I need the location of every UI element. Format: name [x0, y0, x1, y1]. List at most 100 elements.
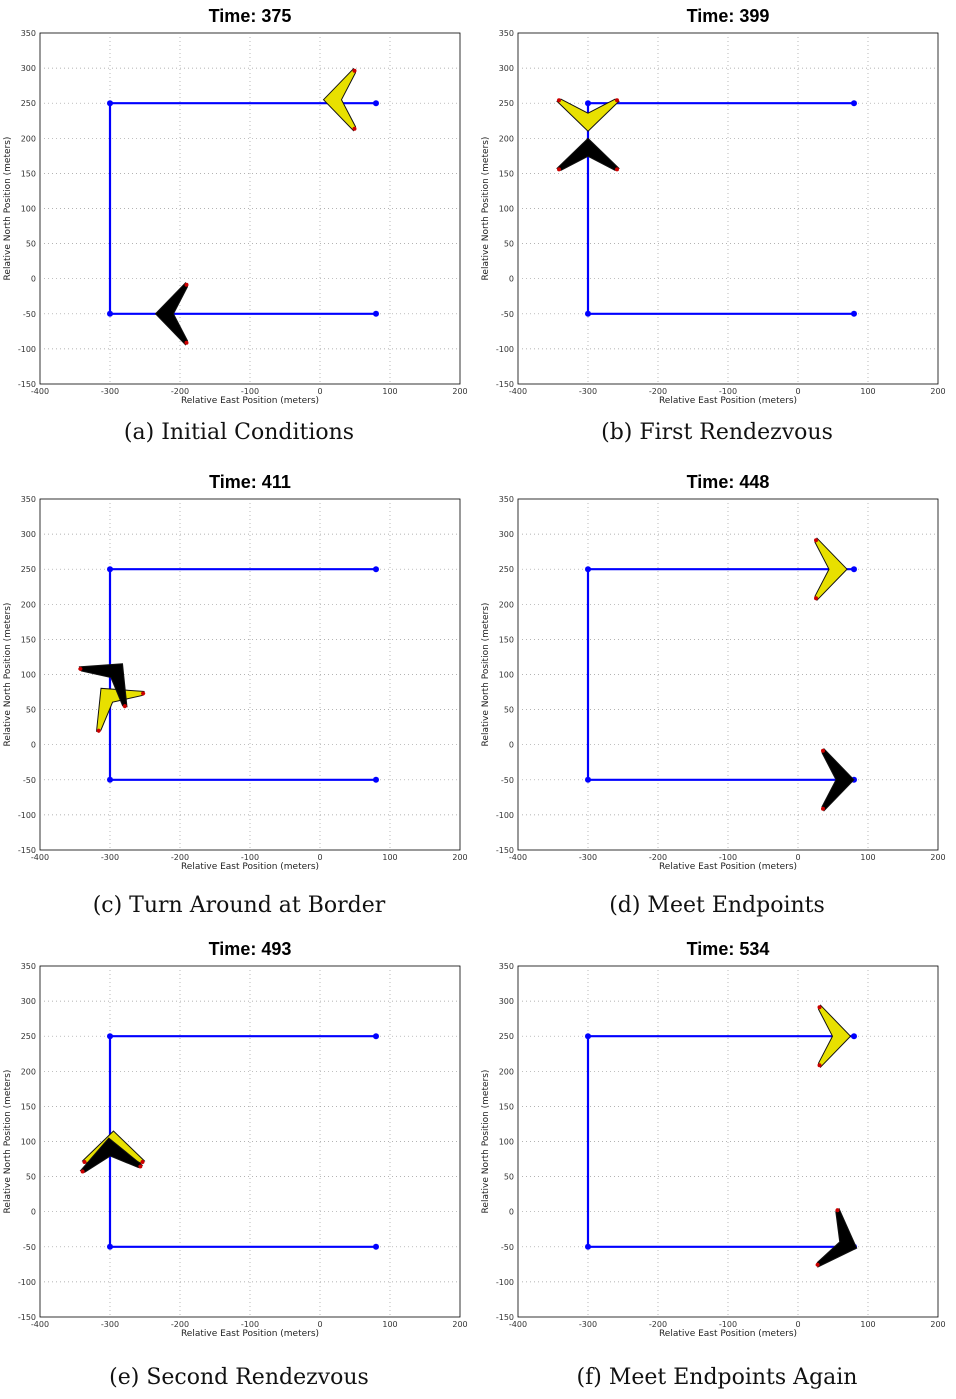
uav-body — [154, 281, 189, 346]
x-tick-label: -300 — [579, 1320, 597, 1329]
plot-title: Time: 493 — [209, 939, 292, 959]
x-tick-label: -200 — [649, 1320, 667, 1329]
y-tick-label: -50 — [501, 1243, 514, 1252]
y-tick-label: 250 — [499, 565, 514, 574]
uav-wingtip — [557, 98, 561, 103]
y-tick-label: 0 — [509, 1208, 514, 1217]
y-tick-label: 50 — [504, 240, 514, 249]
x-tick-label: 100 — [382, 1320, 397, 1329]
y-tick-label: 200 — [499, 600, 514, 609]
x-tick-label: -200 — [171, 387, 189, 396]
waypoint-marker — [373, 310, 379, 317]
y-tick-label: 150 — [21, 169, 36, 178]
x-axis-label: Relative East Position (meters) — [659, 396, 797, 406]
x-tick-label: -200 — [649, 387, 667, 396]
waypoint-marker — [851, 566, 857, 573]
waypoint-marker — [107, 1033, 113, 1040]
uav-yellow — [322, 67, 357, 132]
x-tick-label: 200 — [930, 1320, 945, 1329]
y-tick-label: -100 — [18, 345, 36, 354]
uav-yellow — [817, 1004, 852, 1069]
y-tick-label: 300 — [21, 997, 36, 1006]
y-tick-label: 300 — [499, 997, 514, 1006]
waypoint-marker — [373, 566, 379, 573]
uav-wingtip — [615, 167, 619, 172]
uav-body — [817, 1004, 852, 1069]
plot-title: Time: 534 — [687, 939, 770, 959]
waypoint-marker — [851, 1033, 857, 1040]
x-tick-label: -100 — [241, 1320, 259, 1329]
x-axis-label: Relative East Position (meters) — [659, 862, 797, 872]
plot-title: Time: 399 — [687, 6, 770, 26]
y-tick-label: 0 — [509, 741, 514, 750]
uav-wingtip — [96, 728, 101, 733]
y-tick-label: -50 — [501, 776, 514, 785]
y-tick-label: 0 — [31, 275, 36, 284]
x-tick-label: -200 — [171, 853, 189, 862]
flight-path — [586, 102, 854, 315]
waypoint-marker — [373, 1033, 379, 1040]
y-tick-label: 100 — [499, 1138, 514, 1147]
uav-wingtip — [141, 691, 146, 696]
uav-wingtip — [82, 1160, 87, 1165]
x-tick-label: 200 — [452, 853, 467, 862]
y-tick-label: 150 — [499, 169, 514, 178]
uav-wingtip — [817, 1063, 822, 1068]
y-tick-label: 150 — [21, 635, 36, 644]
uav-black — [78, 663, 128, 709]
y-axis-label: Relative North Position (meters) — [481, 603, 491, 747]
y-tick-label: -100 — [496, 345, 514, 354]
caption-a: (a) Initial Conditions — [123, 420, 355, 445]
x-tick-label: 200 — [930, 853, 945, 862]
y-tick-label: -150 — [18, 1313, 36, 1322]
uav-body — [816, 1207, 858, 1268]
y-tick-label: 300 — [21, 530, 36, 539]
waypoint-marker — [585, 310, 591, 317]
y-tick-label: -50 — [23, 776, 36, 785]
uav-wingtip — [557, 167, 561, 172]
uav-body — [814, 537, 848, 602]
uav-black — [79, 1137, 144, 1174]
waypoint-marker — [107, 310, 113, 317]
y-tick-label: 0 — [509, 275, 514, 284]
y-tick-label: -100 — [18, 811, 36, 820]
plot-title: Time: 448 — [687, 472, 770, 492]
x-tick-label: 0 — [795, 1320, 800, 1329]
uav-black — [821, 747, 855, 812]
x-tick-label: -300 — [579, 853, 597, 862]
y-tick-label: 150 — [499, 1102, 514, 1111]
waypoint-marker — [107, 776, 113, 783]
uav-black — [154, 281, 189, 346]
uav-body — [821, 747, 855, 812]
y-axis-label: Relative North Position (meters) — [481, 137, 491, 281]
y-tick-label: 200 — [21, 1067, 36, 1076]
plot-title: Time: 375 — [209, 6, 292, 26]
y-tick-label: 350 — [21, 495, 36, 504]
flight-path — [108, 102, 376, 315]
y-tick-label: -50 — [501, 310, 514, 319]
y-axis-label: Relative North Position (meters) — [3, 1070, 13, 1214]
uav-yellow — [814, 537, 848, 602]
plot-title: Time: 411 — [209, 472, 291, 492]
x-tick-label: 200 — [452, 387, 467, 396]
uav-wingtip — [352, 68, 357, 73]
uav-wingtip — [821, 748, 825, 753]
x-tick-label: -300 — [101, 387, 119, 396]
uav-body — [556, 137, 620, 171]
x-tick-label: -300 — [101, 853, 119, 862]
waypoint-marker — [107, 100, 113, 107]
uav-wingtip — [184, 340, 189, 345]
uav-wingtip — [817, 1005, 822, 1010]
x-tick-label: 100 — [860, 387, 875, 396]
y-tick-label: 200 — [21, 134, 36, 143]
uav-body — [95, 687, 145, 732]
x-tick-label: -100 — [241, 387, 259, 396]
y-tick-label: -100 — [496, 811, 514, 820]
y-tick-label: 100 — [21, 671, 36, 680]
